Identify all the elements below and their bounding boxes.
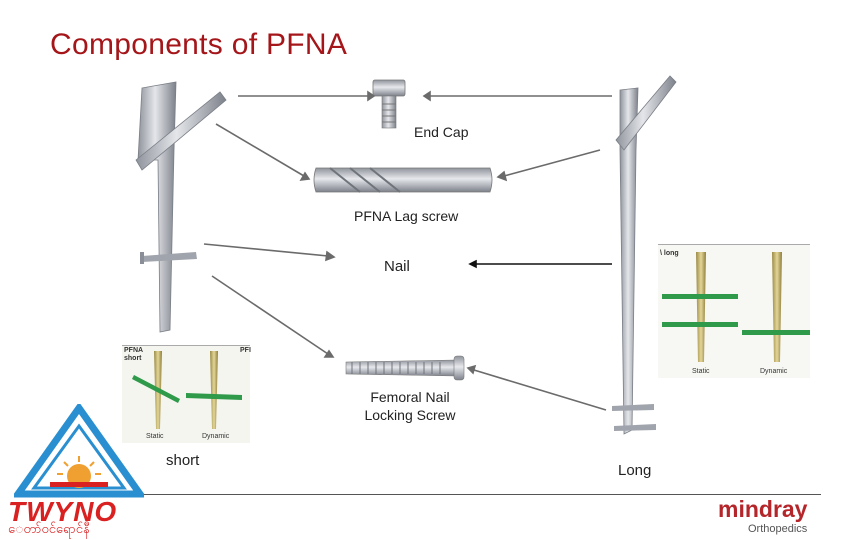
page-title: Components of PFNA bbox=[50, 28, 348, 61]
mindray-logo-word: mindray bbox=[718, 496, 808, 522]
inset-long-static-caption: Static bbox=[692, 368, 710, 375]
inset-short-corner: PFI bbox=[240, 347, 251, 354]
end-cap-illustration bbox=[372, 79, 406, 129]
inset-long-divider bbox=[658, 244, 810, 245]
lag-screw-label: PFNA Lag screw bbox=[354, 208, 459, 224]
twyno-logo-icon bbox=[14, 404, 144, 498]
inset-short-dynamic-caption: Dynamic bbox=[202, 433, 230, 440]
long-nail-illustration bbox=[612, 75, 677, 435]
inset-long-dynamic-caption: Dynamic bbox=[760, 368, 788, 375]
nail-label: Nail bbox=[384, 258, 410, 275]
twyno-logo-word: TWYNO bbox=[8, 496, 118, 527]
mindray-logo-subtitle: Orthopedics bbox=[748, 523, 808, 535]
end-cap-label: End Cap bbox=[414, 124, 469, 140]
long-label: Long bbox=[618, 462, 652, 479]
inset-long-image: \ long Static Dynamic bbox=[658, 244, 810, 378]
locking-screw-label: Femoral Nail Locking Screw bbox=[364, 389, 456, 423]
locking-screw-illustration bbox=[345, 355, 465, 381]
inset-short-divider bbox=[122, 345, 250, 346]
connector-arrows bbox=[203, 90, 612, 411]
inset-long-drawing bbox=[662, 252, 810, 362]
twyno-logo-subtitle: ေတာ်ဝင်ရောင်နီ bbox=[8, 521, 90, 536]
inset-long-heading: \ long bbox=[660, 250, 679, 257]
inset-short-static-caption: Static bbox=[146, 433, 164, 440]
lag-screw-illustration bbox=[313, 167, 493, 193]
inset-short-drawing bbox=[132, 351, 242, 429]
short-nail-illustration bbox=[135, 81, 227, 333]
short-label: short bbox=[166, 452, 200, 469]
inset-short-image: PFNA short PFI Static Dynamic bbox=[122, 345, 251, 443]
footer-divider bbox=[118, 494, 821, 495]
inset-short-heading: PFNA short bbox=[124, 347, 143, 362]
